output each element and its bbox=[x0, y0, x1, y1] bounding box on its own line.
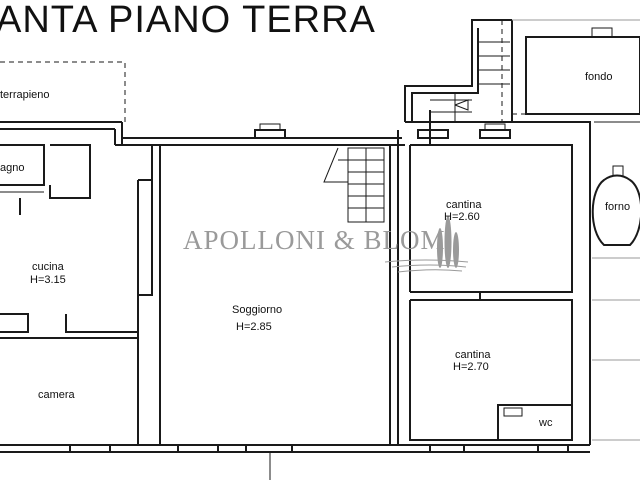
watermark: APOLLONI & BLOM bbox=[183, 216, 469, 273]
wc-walls bbox=[497, 404, 572, 440]
cypress-logo-icon bbox=[384, 216, 469, 273]
forno-oven bbox=[591, 121, 640, 441]
label-cantina-lower-height: H=2.70 bbox=[453, 361, 489, 373]
label-cantina-lower: cantina bbox=[455, 349, 491, 361]
label-cucina-height: H=3.15 bbox=[30, 274, 66, 286]
label-wc: wc bbox=[538, 417, 553, 429]
windows-top bbox=[254, 123, 511, 139]
label-soggiorno-height: H=2.85 bbox=[236, 321, 272, 333]
stair-soggiorno bbox=[323, 147, 385, 223]
label-bagno: agno bbox=[0, 162, 24, 174]
bagno-walls bbox=[0, 144, 91, 215]
cucina-walls bbox=[0, 179, 153, 445]
label-soggiorno: Soggiorno bbox=[232, 304, 282, 316]
fondo-walls bbox=[512, 19, 640, 115]
label-fondo: fondo bbox=[585, 71, 613, 83]
plan-title: ANTA PIANO TERRA bbox=[0, 0, 376, 41]
label-cantina-upper: cantina bbox=[446, 199, 482, 211]
soggiorno-walls bbox=[151, 130, 399, 445]
label-camera: camera bbox=[38, 389, 76, 401]
room-labels: terrapieno agno cucina H=3.15 camera Sog… bbox=[0, 71, 630, 429]
label-cucina: cucina bbox=[32, 261, 65, 273]
watermark-text: APOLLONI & BLOM bbox=[183, 225, 446, 255]
label-cantina-upper-height: H=2.60 bbox=[444, 211, 480, 223]
cantina-walls bbox=[405, 110, 591, 445]
outer-walls bbox=[0, 121, 590, 453]
label-terrapieno: terrapieno bbox=[0, 89, 50, 101]
label-forno: forno bbox=[605, 201, 630, 213]
windows-bottom bbox=[69, 444, 569, 480]
upper-stair bbox=[404, 19, 513, 122]
